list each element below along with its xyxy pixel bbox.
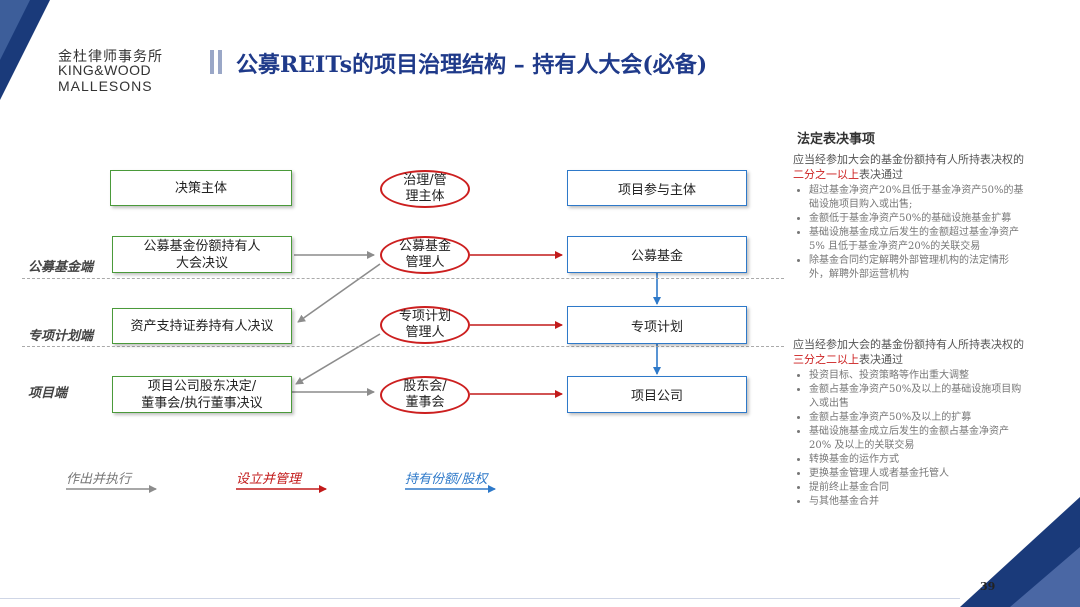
- decision-fund-line2: 大会决议: [175, 255, 228, 271]
- footer-line: [0, 598, 960, 599]
- logo-en-line2: MALLESONS: [58, 78, 153, 94]
- governance-ellipse-project: 股东会/ 董事会: [380, 376, 470, 414]
- arrow-gov2-to-decision3: [295, 333, 381, 385]
- group1-list: 超过基金净资产20%且低于基金净资产50%的基础设施项目购入或出售; 金额低于基…: [793, 184, 1025, 282]
- list-item: 与其他基金合并: [809, 495, 1025, 509]
- header-governance-line2: 理主体: [405, 189, 445, 204]
- right-panel-group1: 应当经参加大会的基金份额持有人所持表决权的二分之一以上表决通过 超过基金净资产2…: [793, 152, 1025, 282]
- participant-box-plan: 专项计划: [567, 306, 747, 344]
- governance-ellipse-plan: 专项计划 管理人: [380, 306, 470, 344]
- corner-decoration-bottom-right-light: [1010, 547, 1080, 607]
- gov-plan-line1: 专项计划: [398, 309, 451, 324]
- group2-list: 投资目标、投资策略等作出重大调整 金额占基金净资产50%及以上的基础设施项目购入…: [793, 369, 1025, 509]
- gov-fund-line1: 公募基金: [398, 239, 451, 254]
- group1-intro-a: 应当经参加大会的基金份额持有人所持表决权的: [793, 153, 1024, 166]
- group2-intro: 应当经参加大会的基金份额持有人所持表决权的三分之二以上表决通过: [793, 337, 1025, 367]
- decision-fund-line1: 公募基金份额持有人: [143, 238, 261, 254]
- list-item: 除基金合同约定解聘外部管理机构的法定情形外，解聘外部运营机构: [809, 254, 1025, 282]
- gov-fund-line2: 管理人: [405, 255, 445, 270]
- header-participant-box: 项目参与主体: [567, 170, 747, 206]
- title-bar-2: [218, 50, 222, 74]
- decision-box-fund: 公募基金份额持有人 大会决议: [112, 236, 292, 273]
- decision-box-plan: 资产支持证券持有人决议: [112, 308, 292, 344]
- row-label-project: 项目端: [28, 386, 68, 401]
- list-item: 更换基金管理人或者基金托管人: [809, 467, 1025, 481]
- governance-ellipse-fund: 公募基金 管理人: [380, 236, 470, 274]
- group2-intro-b: 表决通过: [859, 353, 903, 366]
- list-item: 金额占基金净资产50%及以上的基础设施项目购入或出售: [809, 383, 1025, 411]
- logo-cn: 金杜律师事务所: [58, 49, 163, 65]
- gov-plan-line2: 管理人: [405, 325, 445, 340]
- separator-row1: [22, 278, 784, 279]
- list-item: 超过基金净资产20%且低于基金净资产50%的基础设施项目购入或出售;: [809, 184, 1025, 212]
- row-label-plan: 专项计划端: [28, 329, 94, 344]
- logo-en-line1: KING&WOOD: [58, 62, 152, 78]
- list-item: 基础设施基金成立后发生的金额占基金净资产20% 及以上的关联交易: [809, 425, 1025, 453]
- page-number: 39: [980, 580, 996, 593]
- right-panel-group2: 应当经参加大会的基金份额持有人所持表决权的三分之二以上表决通过 投资目标、投资策…: [793, 337, 1025, 509]
- row-label-fund: 公募基金端: [28, 260, 94, 275]
- list-item: 转换基金的运作方式: [809, 453, 1025, 467]
- title-bar-1: [210, 50, 214, 74]
- list-item: 金额低于基金净资产50%的基础设施基金扩募: [809, 212, 1025, 226]
- group2-intro-highlight: 三分之二以上: [793, 353, 859, 366]
- decision-project-line1: 项目公司股东决定/: [147, 378, 257, 394]
- participant-box-project: 项目公司: [567, 376, 747, 413]
- arrow-gov1-to-decision2: [297, 263, 381, 323]
- legend-hold-label: 持有份额/股权: [405, 472, 488, 487]
- list-item: 基础设施基金成立后发生的金额超过基金净资产5% 且低于基金净资产20%的关联交易: [809, 226, 1025, 254]
- group2-intro-a: 应当经参加大会的基金份额持有人所持表决权的: [793, 338, 1024, 351]
- decision-project-line2: 董事会/执行董事决议: [141, 395, 263, 411]
- group1-intro-highlight: 二分之一以上: [793, 168, 859, 181]
- gov-project-line1: 股东会/: [403, 379, 447, 394]
- list-item: 提前终止基金合同: [809, 481, 1025, 495]
- legend-manage-label: 设立并管理: [236, 472, 302, 487]
- list-item: 金额占基金净资产50%及以上的扩募: [809, 411, 1025, 425]
- corner-decoration-top-left-light: [0, 0, 30, 60]
- page-title: 公募REITs的项目治理结构 – 持有人大会(必备): [236, 52, 708, 78]
- separator-row2: [22, 346, 784, 347]
- participant-box-fund: 公募基金: [567, 236, 747, 273]
- legend-execute-label: 作出并执行: [66, 472, 132, 487]
- header-decision-box: 决策主体: [110, 170, 292, 206]
- group1-intro: 应当经参加大会的基金份额持有人所持表决权的二分之一以上表决通过: [793, 152, 1025, 182]
- header-governance-ellipse: 治理/管 理主体: [380, 170, 470, 208]
- group1-intro-b: 表决通过: [859, 168, 903, 181]
- list-item: 投资目标、投资策略等作出重大调整: [809, 369, 1025, 383]
- right-panel-heading: 法定表决事项: [797, 132, 876, 147]
- header-governance-line1: 治理/管: [403, 173, 447, 188]
- gov-project-line2: 董事会: [405, 395, 445, 410]
- decision-box-project: 项目公司股东决定/ 董事会/执行董事决议: [112, 376, 292, 413]
